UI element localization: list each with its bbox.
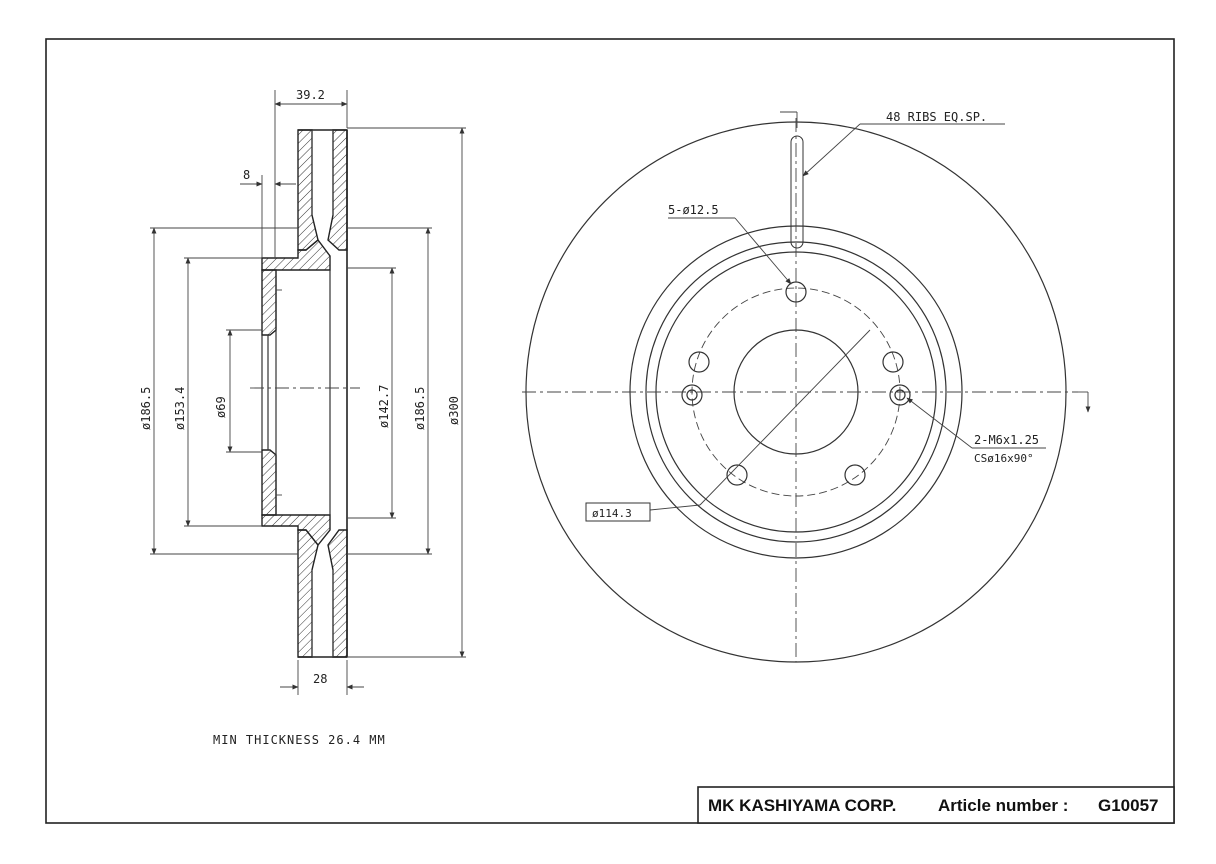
threaded-hole [681,384,703,406]
section-left-plate-lower [297,529,319,658]
front-view: 48 RIBS EQ.SP. 5-ø12.5 ø114.3 2-M6x1.25 … [522,110,1091,663]
section-hat-lower [261,514,331,547]
section-right-plate-lower [327,529,348,658]
article-number: G10057 [1098,796,1159,815]
pcd-callout: ø114.3 [592,507,632,520]
section-right-plate [327,129,348,251]
dim-outer-diameter-left: ø186.5 [139,387,153,430]
threaded-hole [889,384,911,406]
section-mount-face-lower [261,449,277,516]
drawing-border [45,38,1175,824]
company-name: MK KASHIYAMA CORP. [708,796,896,815]
dim-offset: 8 [243,168,250,182]
bolt-hole [726,464,748,486]
thread-callout: 2-M6x1.25 [974,433,1039,447]
bolt-hole [844,464,866,486]
rib-slot [790,135,804,249]
title-block: MK KASHIYAMA CORP. Article number : G100… [697,786,1175,824]
section-mount-face-upper [261,269,277,336]
ribs-callout: 48 RIBS EQ.SP. [886,110,987,124]
section-left-plate [297,129,319,251]
dim-diameter-300: ø300 [447,396,461,425]
min-thickness-note: MIN THICKNESS 26.4 MM [213,733,386,747]
dim-width-bottom: 28 [313,672,327,686]
dim-diameter-186-right: ø186.5 [413,387,427,430]
bolt-hole [688,351,710,373]
dim-width-top: 39.2 [296,88,325,102]
bolt-holes-callout: 5-ø12.5 [668,203,719,217]
pcd-box [585,502,651,522]
article-label: Article number : [938,796,1068,815]
dim-diameter-153: ø153.4 [173,387,187,430]
threaded-hole [894,389,906,401]
dim-diameter-69: ø69 [214,396,228,418]
dim-diameter-142: ø142.7 [377,385,391,428]
section-view: 39.2 8 28 ø186.5 ø153.4 ø69 ø142.7 ø186.… [139,88,466,695]
hat-outer [645,241,947,543]
bolt-hole [882,351,904,373]
countersink-callout: CSø16x90° [974,452,1034,465]
threaded-hole [686,389,698,401]
section-hat-upper [261,238,331,271]
